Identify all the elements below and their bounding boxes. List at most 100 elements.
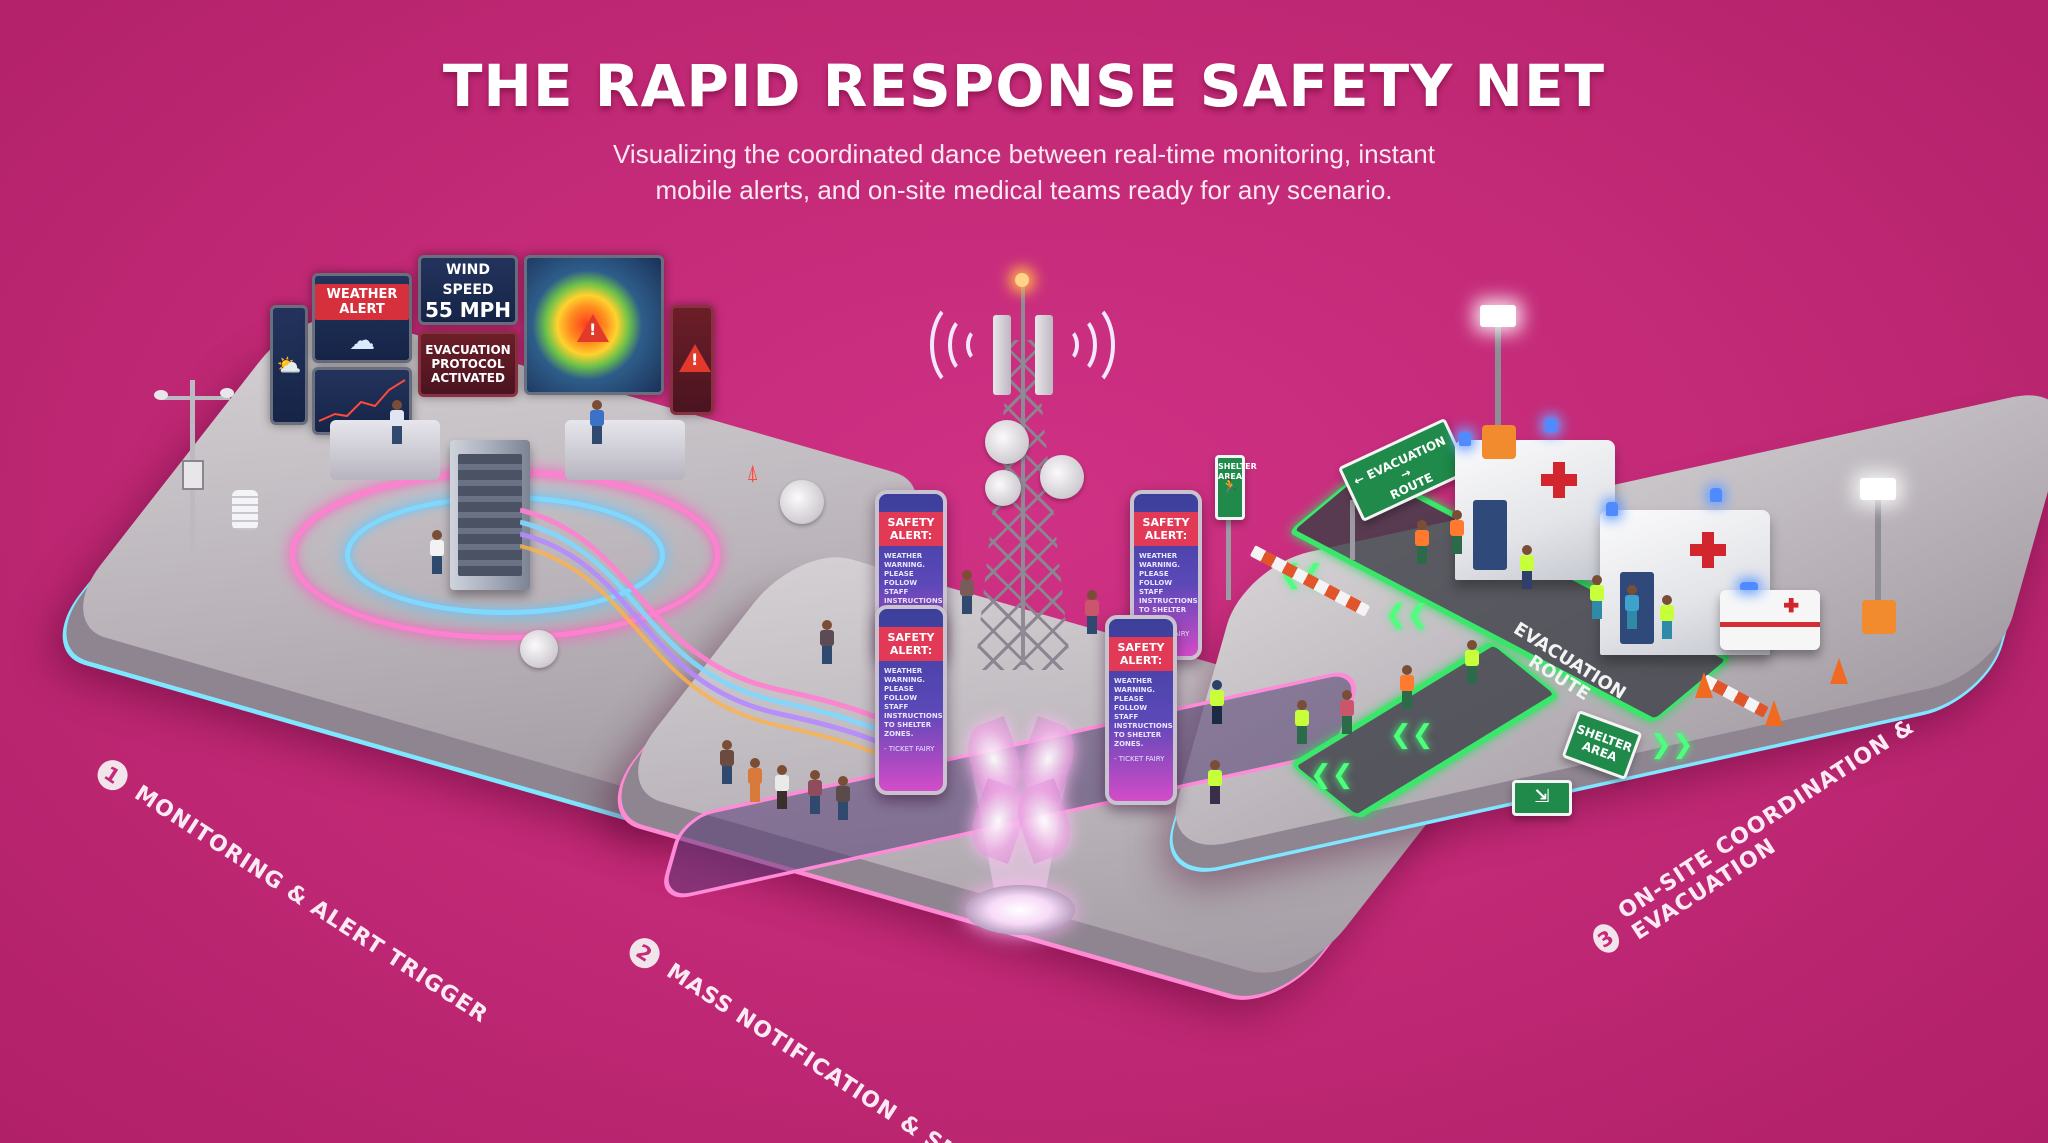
staff-figure bbox=[1295, 700, 1309, 744]
signal-wave-icon bbox=[1055, 328, 1079, 362]
tent-door bbox=[1473, 500, 1507, 570]
monitor-wall: ⛅ WEATHER ALERT ☁ WIND SPEED 55 MPH EVAC… bbox=[270, 255, 740, 435]
light-tower-pole bbox=[1495, 320, 1501, 440]
phone-safety-alert: SAFETY ALERT: WEATHER WARNING. PLEASE FO… bbox=[875, 605, 947, 795]
staff-figure bbox=[1450, 510, 1464, 554]
wind-speed-screen: WIND SPEED 55 MPH bbox=[418, 255, 518, 325]
staff-figure bbox=[1520, 545, 1534, 589]
attendee-figure bbox=[748, 758, 762, 802]
radar-map-screen bbox=[524, 255, 664, 395]
signal-wave-icon bbox=[1055, 300, 1115, 390]
staff-figure bbox=[1415, 520, 1429, 564]
satellite-dish-icon bbox=[520, 630, 558, 668]
step-1-label: 1 MONITORING & ALERT TRIGGER bbox=[91, 754, 494, 1030]
antenna-panel bbox=[993, 315, 1011, 395]
shelter-post-line-2: AREA bbox=[1218, 472, 1243, 481]
alert-header: SAFETY ALERT: bbox=[879, 512, 943, 546]
alert-signature: - TICKET FAIRY bbox=[884, 745, 935, 753]
ambulance-icon bbox=[1720, 582, 1820, 650]
sun-cloud-icon: ⛅ bbox=[276, 353, 302, 377]
chevron-left-icon: ❮❮ bbox=[1385, 600, 1429, 630]
step-number-badge: 2 bbox=[623, 932, 666, 974]
satellite-dish-icon bbox=[780, 480, 824, 524]
signal-wave-icon bbox=[930, 300, 990, 390]
warning-triangle-icon bbox=[679, 344, 711, 372]
weather-alert-label: WEATHER ALERT bbox=[315, 284, 409, 320]
emergency-beacon-icon bbox=[1710, 488, 1722, 502]
weather-alert-screen: WEATHER ALERT ☁ bbox=[312, 273, 412, 363]
tower-beacon-light bbox=[1015, 273, 1029, 287]
server-rack bbox=[450, 440, 530, 590]
operator-figure bbox=[390, 400, 404, 444]
evac-protocol-line-1: EVACUATION bbox=[425, 343, 511, 357]
chevron-right-icon: ❯❯ bbox=[1650, 730, 1694, 760]
stretcher-icon: ⇲ bbox=[1534, 786, 1550, 807]
medic-figure bbox=[1625, 585, 1639, 629]
emergency-beacon-icon bbox=[1606, 502, 1618, 516]
hologram-projector bbox=[965, 885, 1075, 935]
step-number-badge: 1 bbox=[91, 754, 134, 796]
evac-protocol-line-3: ACTIVATED bbox=[431, 371, 505, 385]
alert-header: SAFETY ALERT: bbox=[1134, 512, 1198, 546]
alert-body: WEATHER WARNING. PLEASE FOLLOW STAFF INS… bbox=[884, 667, 943, 738]
alert-signature: - TICKET FAIRY bbox=[1114, 755, 1165, 763]
phone-safety-alert: SAFETY ALERT: WEATHER WARNING. PLEASE FO… bbox=[1105, 615, 1177, 805]
sign-post bbox=[1350, 500, 1355, 560]
traffic-cone-icon bbox=[1765, 700, 1783, 726]
attendee-figure bbox=[1085, 590, 1099, 634]
alert-body: WEATHER WARNING. PLEASE FOLLOW STAFF INS… bbox=[1139, 552, 1198, 623]
signal-wave-icon bbox=[1057, 315, 1097, 375]
attendee-figure bbox=[1340, 690, 1354, 734]
microwave-dish-icon bbox=[985, 470, 1021, 506]
microwave-dish-icon bbox=[985, 420, 1029, 464]
traffic-cone-icon bbox=[1695, 672, 1713, 698]
sign-post bbox=[1226, 520, 1231, 600]
attendee-figure bbox=[836, 776, 850, 820]
emergency-beacon-icon bbox=[1545, 418, 1557, 432]
signal-wave-icon bbox=[966, 328, 990, 362]
header: THE RAPID RESPONSE SAFETY NET Visualizin… bbox=[0, 52, 2048, 208]
generator-icon bbox=[1482, 425, 1516, 459]
alert-body: WEATHER WARNING. PLEASE FOLLOW STAFF INS… bbox=[1114, 677, 1173, 748]
attendee-figure bbox=[720, 740, 734, 784]
step-number-badge: 3 bbox=[1587, 919, 1625, 958]
light-tower-pole bbox=[1875, 495, 1881, 615]
chevron-up-icon: ❮❮ bbox=[1390, 720, 1434, 750]
medic-figure bbox=[1660, 595, 1674, 639]
evacuation-protocol-screen: EVACUATION PROTOCOL ACTIVATED bbox=[418, 331, 518, 397]
signal-wave-icon bbox=[948, 315, 988, 375]
subtitle-line-2: mobile alerts, and on-site medical teams… bbox=[655, 175, 1393, 205]
warning-triangle-icon bbox=[577, 314, 609, 342]
operator-desk-right bbox=[565, 420, 685, 480]
medical-tent bbox=[1455, 418, 1615, 580]
wind-speed-value: 55 MPH bbox=[424, 298, 512, 322]
alert-header: SAFETY ALERT: bbox=[879, 627, 943, 661]
medic-figure bbox=[1590, 575, 1604, 619]
arrow-left-icon: ← bbox=[1351, 471, 1367, 489]
operator-figure bbox=[590, 400, 604, 444]
cell-tower-mast bbox=[1021, 285, 1025, 665]
red-cross-icon bbox=[1784, 598, 1799, 613]
step-title: MONITORING & ALERT TRIGGER bbox=[130, 780, 493, 1028]
ambulance-light bbox=[1740, 582, 1758, 590]
emergency-beacon-icon bbox=[1459, 432, 1471, 446]
shelter-post-line-1: SHELTER bbox=[1218, 462, 1257, 471]
subtitle-line-1: Visualizing the coordinated dance betwee… bbox=[613, 139, 1435, 169]
attendee-figure bbox=[775, 765, 789, 809]
alert-header: SAFETY ALERT: bbox=[1109, 637, 1173, 671]
staff-figure bbox=[1208, 760, 1222, 804]
attendee-figure bbox=[960, 570, 974, 614]
exit-running-icon: 🏃 bbox=[1221, 479, 1239, 495]
staff-figure bbox=[1400, 665, 1414, 709]
staff-figure bbox=[1210, 680, 1224, 724]
floodlight-icon bbox=[1480, 305, 1516, 327]
antenna-panel bbox=[1035, 315, 1053, 395]
evac-protocol-line-2: PROTOCOL bbox=[431, 357, 505, 371]
chevron-up-icon: ❮❮ bbox=[1310, 760, 1354, 790]
line-chart-icon bbox=[318, 379, 406, 422]
operator-desk-left bbox=[330, 420, 440, 480]
red-cross-icon bbox=[1541, 462, 1577, 498]
floor-exit-marker: ⇲ bbox=[1512, 780, 1572, 816]
step-title: MASS NOTIFICATION & SMS bbox=[662, 958, 981, 1143]
traffic-cone-icon bbox=[1830, 658, 1848, 684]
